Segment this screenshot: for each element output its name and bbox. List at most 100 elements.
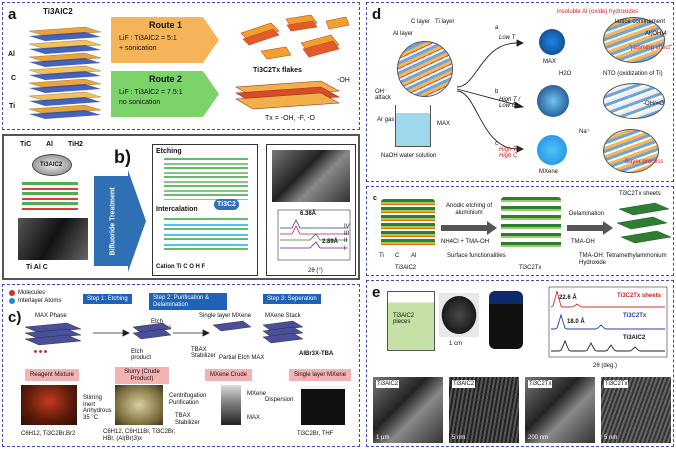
mxene-zoom — [603, 129, 659, 173]
sem-scale-3: 200 nm — [528, 435, 549, 441]
albr-label: AlBr3X-TBA — [299, 351, 334, 357]
max-sem-image — [18, 218, 88, 260]
vial-photo — [489, 291, 523, 349]
tmaoh-label: TMA-OH — [571, 239, 595, 245]
max2-label: MAX — [543, 59, 557, 65]
treatment-label: Bifluoride Treatment — [109, 187, 117, 256]
ti-layer-label: Ti layer — [435, 19, 455, 25]
reagent-photo — [21, 385, 77, 425]
precursor-ball — [32, 154, 72, 176]
xrd-trace — [551, 313, 665, 330]
tih-label: TiH2 — [68, 141, 84, 148]
treatment-arrow-head — [128, 170, 146, 272]
series3-label: Ti3AlC2 — [623, 335, 646, 341]
route-a-label: a — [495, 25, 499, 31]
xrd-series-4: IV — [344, 224, 350, 230]
pieces-photo — [439, 293, 479, 337]
ti-layer — [28, 39, 102, 50]
stack-label: MXene Stack — [265, 313, 301, 319]
naoh-beaker — [395, 105, 431, 147]
d2-label: 18.0 Å — [567, 319, 585, 325]
single-label: Single layer MXene — [289, 369, 352, 381]
max-label-c: MAX — [247, 415, 261, 421]
legend-b: Cation Ti C O H F — [156, 264, 206, 270]
reagent-label: Reagent Mixture — [25, 369, 80, 381]
sem-label-3: Ti3C2Tx — [528, 380, 553, 388]
al-layer — [29, 58, 101, 67]
max-crystal-e — [381, 199, 435, 247]
route1-arrow — [111, 17, 219, 63]
ti-layer — [28, 65, 102, 76]
tma-def-label: TMA-OH: Tetramethylammonium Hydroxide — [579, 253, 667, 266]
max-lattice-b — [22, 182, 78, 212]
low-t-particle — [539, 29, 565, 55]
panel-e-label: e — [372, 284, 381, 301]
confinement-label: lattice confinement — [615, 19, 666, 25]
route2-title: Route 2 — [149, 74, 183, 84]
pieces-label: Ti3AlC2 pieces — [393, 313, 415, 325]
xrd-chart-b — [277, 209, 351, 261]
max-title: Ti3AlC2 — [43, 7, 73, 16]
sem-scale-4: 5 nm — [604, 435, 618, 441]
single-photo — [301, 385, 345, 425]
product-label-e: Ti3C2Tx — [519, 265, 542, 271]
panel-d: d C layer Ti layer Al layer OH⁻ attack A… — [366, 2, 674, 182]
atom-label-ti: Ti — [9, 103, 16, 110]
nh4cl-label: NH4Cl + TMA-OH — [441, 239, 490, 245]
xrd-peak1: 6.38Å — [300, 211, 317, 217]
ti3c2-crystal-e — [501, 197, 561, 249]
step2-label: Step 2: Purification & Delamination — [149, 293, 227, 311]
route2-arrow — [111, 71, 219, 117]
panel-c: Molecules Interlayer Atoms Step 1: Etchi… — [2, 284, 360, 447]
route-b-label: b — [495, 89, 499, 95]
legend-interlayer: Interlayer Atoms — [18, 298, 62, 304]
atom-label-c: C — [11, 75, 17, 82]
xrd-peak2: 2.89Å — [322, 239, 339, 245]
high-t-high-c-label: High T / High C — [499, 147, 521, 159]
small-flakes-illustration — [240, 14, 350, 60]
tic-label: TiC — [20, 141, 32, 148]
xrd-xlabel-b: 2θ (°) — [308, 268, 323, 274]
oh-label: -OH — [337, 77, 350, 84]
treatment-arrow — [94, 176, 128, 266]
low-t-label: Low T — [499, 35, 516, 41]
molecule-cluster — [33, 349, 47, 355]
max-phase-label: MAX Phase — [35, 313, 67, 319]
sheets-label: Ti3C2Tx sheets — [619, 191, 661, 197]
mxene-particle — [537, 135, 567, 165]
scale-label: 1 cm — [449, 341, 463, 347]
d1-label: 22.6 Å — [559, 295, 577, 301]
jamming-label: "jamming effect" — [629, 45, 673, 51]
panel-e-top-label: c — [373, 195, 377, 202]
intercalation-lattice — [164, 218, 248, 254]
panel-a: a Ti3AlC2 Al C Ti Route 1 LiF : Ti3AlC2 … — [2, 2, 360, 130]
legend-molecule-dot — [9, 290, 15, 296]
ar-gas-label: Ar gas — [377, 117, 395, 123]
route1-detail2: + sonication — [119, 45, 157, 52]
high-t-particle — [537, 85, 569, 117]
route2-detail1: LiF : Ti3AlC2 = 7.5:1 — [119, 89, 183, 96]
surface-label: Surface functionalities — [447, 253, 506, 259]
route-c-label: c — [495, 141, 498, 147]
xrd-series-1: I — [344, 246, 346, 252]
c-layer-label: C layer — [411, 19, 431, 25]
legend-ti: Ti — [379, 253, 384, 259]
panel-c-label: c) — [8, 309, 22, 326]
slurry-label: Slurry (Crude Product) — [115, 367, 169, 385]
max-crystal-illustration — [28, 26, 102, 119]
panel-b: TiC Al TiH2 Ti3AlC2 Ti Al C b) Bifluorid… — [2, 134, 360, 280]
al-layer — [29, 45, 101, 54]
xrd-trace — [550, 290, 665, 308]
large-flakes-illustration — [235, 80, 341, 110]
h2o-label: H2O — [559, 71, 572, 77]
sem-image-3 — [525, 377, 595, 443]
high-t-zoom — [603, 83, 665, 119]
mxene-label-d: MXene — [539, 169, 559, 175]
al-layer — [29, 32, 101, 41]
sheets-illustration — [616, 202, 672, 244]
route-fan-arrows — [456, 39, 525, 153]
sem-label-2: Ti3AlC2 — [452, 380, 476, 388]
single-layer-label: Single layer MXene — [199, 313, 252, 319]
partial-etch-label: Partial Etch MAX — [219, 355, 265, 361]
delamination-label: Delamination — [569, 211, 605, 217]
